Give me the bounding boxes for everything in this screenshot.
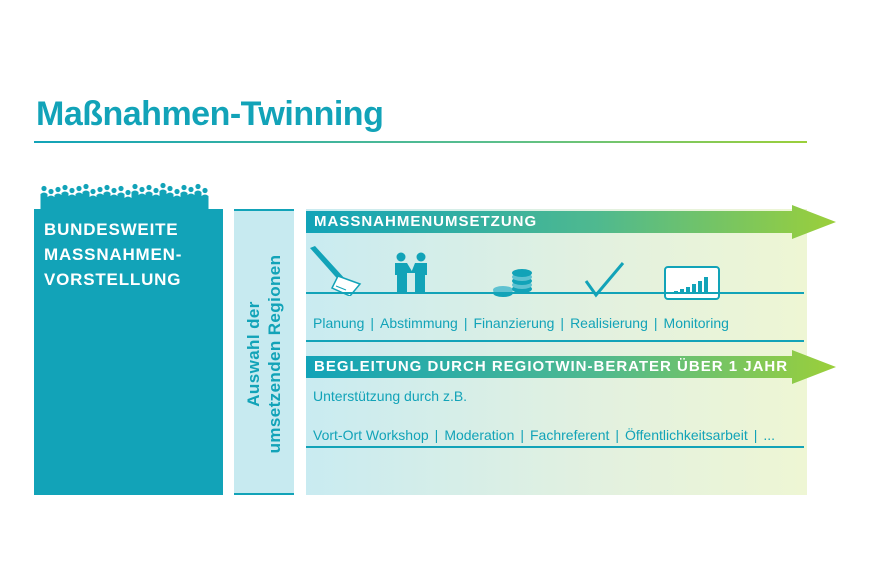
support-intro: Unterstützung durch z.B. [313,388,468,404]
implementation-arrow: MASSNAHMENUMSETZUNG [306,205,836,239]
handshake-icon [395,252,427,294]
divider [234,493,294,495]
nationwide-presentation-box: BUNDESWEITE MASSNAHMEN- VORSTELLUNG [34,209,223,495]
support-item-moderation: Moderation [444,427,515,443]
process-steps: Planung|Abstimmung|Finanzierung|Realisie… [313,315,729,331]
implementation-arrow-label: MASSNAHMENUMSETZUNG [314,213,538,230]
support-item-workshop: Vort-Ort Workshop [313,427,429,443]
checkmark-icon [584,262,625,298]
step-financing: Finanzierung [473,315,555,331]
step-coordination: Abstimmung [380,315,458,331]
consulting-arrow-label: BEGLEITUNG DURCH REGIOTWIN-BERATER ÜBER … [314,358,789,375]
consulting-arrow: BEGLEITUNG DURCH REGIOTWIN-BERATER ÜBER … [306,350,836,384]
pen-icon [310,246,362,296]
diagram-title: Maßnahmen-Twinning [36,95,384,133]
step-planning: Planung [313,315,365,331]
divider [306,340,804,342]
title-underline [34,141,807,143]
divider [306,292,804,294]
region-selection-label: Auswahl der umsetzenden Regionen [244,254,284,454]
step-monitoring: Monitoring [663,315,729,331]
bar-chart-icon [664,266,720,300]
divider [306,446,804,448]
nationwide-presentation-label: BUNDESWEITE MASSNAHMEN- VORSTELLUNG [44,220,183,289]
support-items: Vort-Ort Workshop|Moderation|Fachreferen… [313,427,776,443]
region-selection-box: Auswahl der umsetzenden Regionen [234,209,294,495]
support-item-speaker: Fachreferent [530,427,610,443]
coins-icon [493,269,532,297]
divider [234,209,294,211]
crowd-icon [40,182,209,210]
step-realization: Realisierung [570,315,648,331]
support-item-more: ... [763,427,776,443]
support-item-pr: Öffentlichkeitsarbeit [625,427,748,443]
